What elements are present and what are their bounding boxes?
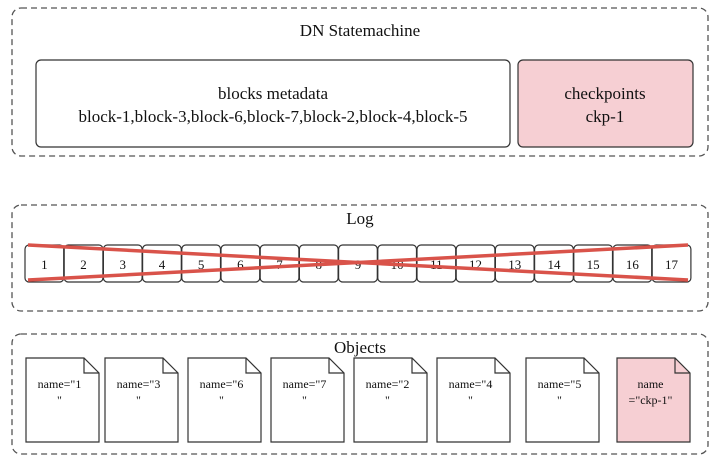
object-name-line1: name="3	[117, 377, 161, 391]
object-document	[270, 357, 345, 443]
checkpoints-box	[517, 59, 694, 148]
object-document-fold	[328, 358, 344, 374]
object-name-line2: "	[57, 393, 62, 407]
object-document-fold	[245, 358, 261, 374]
object-name-line1: name="7	[283, 377, 327, 391]
object-name-line2: "	[385, 393, 390, 407]
object-document	[104, 357, 179, 443]
object-document	[353, 357, 428, 443]
object-name-line2: ="ckp-1"	[629, 393, 673, 407]
log-frame	[11, 204, 709, 312]
object-name-line1: name	[638, 377, 664, 391]
object-document-fold	[494, 358, 510, 374]
object-document	[187, 357, 262, 443]
log-entry-label: 6	[237, 257, 244, 272]
object-document-fold	[674, 358, 690, 374]
log-entry-label: 2	[80, 257, 87, 272]
object-document	[525, 357, 600, 443]
object-name-line1: name="1	[38, 377, 82, 391]
objects-title: Objects	[334, 338, 386, 357]
blocks-metadata-list: block-1,block-3,block-6,block-7,block-2,…	[78, 107, 467, 126]
log-entry-label: 4	[159, 257, 166, 272]
object-name-line2: "	[302, 393, 307, 407]
log-entry-label: 17	[665, 257, 679, 272]
checkpoints-value: ckp-1	[586, 107, 625, 126]
object-document-fold	[162, 358, 178, 374]
log-entry-label: 15	[587, 257, 600, 272]
object-document-fold	[583, 358, 599, 374]
statemachine-frame	[11, 7, 709, 157]
log-entry-label: 16	[626, 257, 640, 272]
object-name-line2: "	[557, 393, 562, 407]
object-items: name="1 " name="3 " name="6 " name="7 " name="2 "…	[25, 357, 691, 443]
object-document-fold	[83, 358, 99, 374]
checkpoints-title: checkpoints	[564, 84, 645, 103]
object-document	[436, 357, 511, 443]
log-entry-label: 3	[120, 257, 127, 272]
object-name-line1: name="5	[538, 377, 582, 391]
object-name-line2: "	[136, 393, 141, 407]
log-title: Log	[346, 209, 374, 228]
object-document-fold	[411, 358, 427, 374]
log-entry-label: 1	[41, 257, 48, 272]
object-name-line2: "	[468, 393, 473, 407]
object-name-line1: name="2	[366, 377, 410, 391]
object-document	[25, 357, 100, 443]
object-name-line1: name="6	[200, 377, 244, 391]
object-name-line1: name="4	[449, 377, 493, 391]
objects-frame	[11, 333, 709, 455]
blocks-metadata-box	[35, 59, 511, 148]
log-entry-label: 7	[276, 257, 283, 272]
log-entry-label: 14	[547, 257, 561, 272]
log-entry-label: 9	[355, 257, 362, 272]
object-document	[616, 357, 691, 443]
log-cross-line-up	[27, 243, 689, 282]
log-entry-label: 13	[508, 257, 521, 272]
object-name-line2: "	[219, 393, 224, 407]
log-entry-label: 5	[198, 257, 205, 272]
blocks-metadata-title: blocks metadata	[218, 84, 328, 103]
statemachine-title: DN Statemachine	[300, 21, 420, 40]
